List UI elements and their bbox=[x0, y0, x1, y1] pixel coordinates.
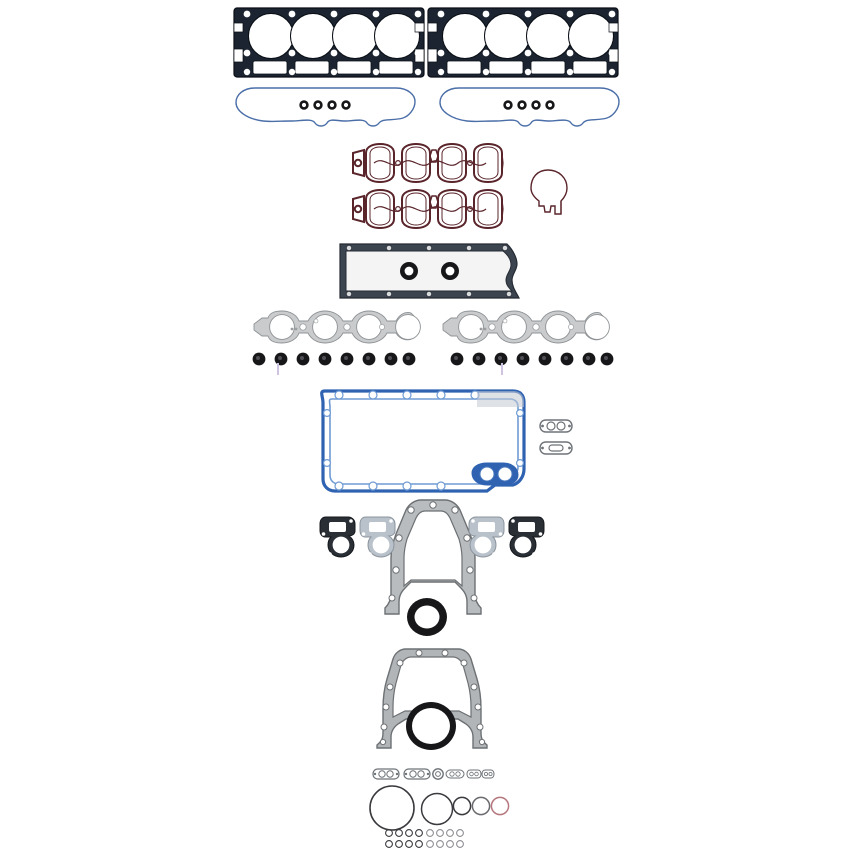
intake-manifold-gasket-upper bbox=[344, 142, 507, 184]
front-crankshaft-seal bbox=[405, 596, 449, 638]
registration-tick-left bbox=[276, 363, 280, 375]
water-pump-gasket-inner-left bbox=[358, 515, 400, 559]
valve-stem-seals-right bbox=[450, 350, 614, 368]
micro-o-rings bbox=[384, 828, 470, 850]
large-o-ring bbox=[368, 784, 416, 832]
intake-manifold-gasket-lower bbox=[344, 188, 507, 230]
oil-pan-gasket bbox=[317, 385, 537, 497]
head-gasket-left bbox=[233, 5, 425, 80]
rear-crankshaft-seal bbox=[404, 700, 458, 752]
exhaust-manifold-gasket-left bbox=[248, 310, 421, 344]
throttle-body-gasket bbox=[528, 168, 570, 218]
rear-main-seal-housing-gasket bbox=[373, 645, 491, 749]
exhaust-manifold-gasket-right bbox=[437, 310, 610, 344]
registration-tick-right bbox=[500, 363, 504, 375]
head-gasket-right bbox=[427, 5, 619, 80]
valve-cover-gasket-right bbox=[437, 85, 622, 130]
oil-pump-gasket-lower bbox=[538, 440, 574, 456]
water-pump-gasket-outer-right bbox=[504, 515, 546, 559]
water-pump-gasket-inner-right bbox=[464, 515, 506, 559]
small-flange-gaskets bbox=[372, 766, 495, 782]
water-pump-gasket-outer-left bbox=[318, 515, 360, 559]
lifter-valley-cover-gasket bbox=[337, 240, 522, 302]
timing-cover-gasket bbox=[375, 498, 491, 616]
small-o-rings bbox=[452, 795, 512, 819]
image-title: Full Engine Gasket Set - GM LS V8 Overha… bbox=[0, 0, 1, 1]
oil-pump-gasket-upper bbox=[538, 418, 574, 434]
medium-o-ring bbox=[420, 792, 454, 826]
valve-cover-gasket-left bbox=[233, 85, 418, 130]
